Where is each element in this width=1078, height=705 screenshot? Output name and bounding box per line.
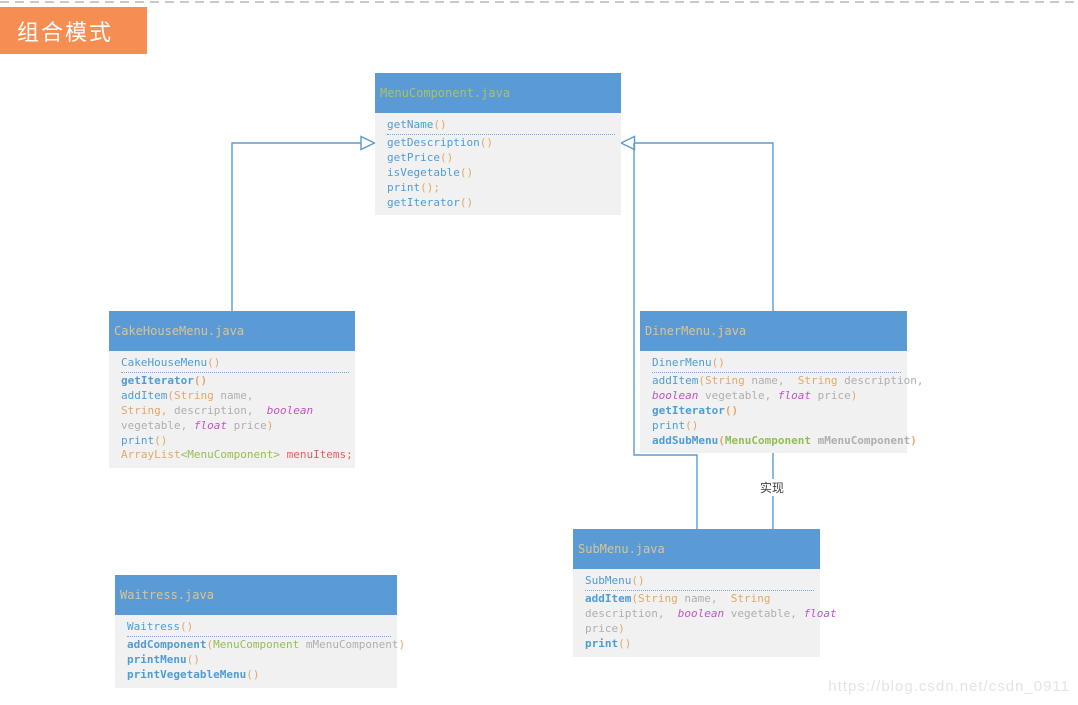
class-file-name: MenuComponent.java — [380, 86, 511, 100]
member-line: isVegetable() — [387, 165, 474, 179]
class-members: DinerMenu() addItem(String name, String d… — [640, 351, 924, 454]
class-file-name: DinerMenu.java — [645, 324, 747, 338]
member-line: description, boolean vegetable, float — [585, 606, 837, 620]
class-members: getName() getDescription()getPrice()isVeg… — [375, 113, 621, 216]
class-file-name: Waitress.java — [120, 588, 214, 602]
page-title-text: 组合模式 — [17, 20, 114, 46]
class-box-menucomponent: MenuComponent.java getName() getDescripti… — [375, 73, 621, 216]
member-line: getPrice() — [387, 150, 454, 164]
member-line: boolean vegetable, float price) — [652, 388, 858, 402]
generalization-arrow-right-icon — [619, 135, 636, 151]
generalization-line-submenu — [633, 143, 698, 529]
member-line: CakeHouseMenu() — [121, 356, 221, 369]
class-header: MenuComponent.java — [375, 73, 621, 113]
member-line: vegetable, float price) — [121, 418, 274, 432]
member-line: DinerMenu() — [652, 356, 725, 369]
realize-label: 实现 — [757, 479, 788, 496]
class-header: CakeHouseMenu.java — [109, 311, 355, 351]
member-line: getName() — [387, 118, 447, 131]
member-line: addItem(String name, — [121, 388, 254, 402]
class-box-submenu: SubMenu.java SubMenu() addItem(String nam… — [573, 529, 837, 657]
member-line: printMenu() — [127, 652, 200, 666]
member-line: addSubMenu(MenuComponent mMenuComponent) — [652, 433, 917, 447]
member-separator — [585, 589, 814, 591]
generalization-arrow-left-icon — [360, 135, 377, 151]
member-line: String, description, boolean — [121, 403, 314, 417]
class-box-dinermenu: DinerMenu.java DinerMenu() addItem(String… — [640, 311, 924, 454]
watermark: https://blog.csdn.net/csdn_0911 — [828, 678, 1070, 695]
generalization-line-diner — [634, 142, 774, 311]
member-line: print(); — [387, 180, 440, 194]
member-line: addItem(String name, String description, — [652, 373, 924, 387]
member-line: ArrayList<MenuComponent> menuItems; — [121, 448, 353, 462]
member-line: printVegetableMenu() — [127, 667, 260, 681]
class-header: Waitress.java — [115, 575, 397, 615]
member-line: print() — [652, 418, 699, 432]
class-file-name: CakeHouseMenu.java — [114, 324, 245, 338]
top-dashed-border — [0, 1, 1078, 3]
member-line: getDescription() — [387, 135, 493, 149]
member-line: price) — [585, 621, 625, 635]
class-box-cakehousemenu: CakeHouseMenu.java CakeHouseMenu() getIte… — [109, 311, 355, 469]
class-members: Waitress() addComponent(MenuComponent mMe… — [115, 615, 406, 688]
class-header: DinerMenu.java — [640, 311, 907, 351]
member-separator — [121, 371, 349, 373]
member-line: getIterator() — [121, 373, 208, 387]
class-header: SubMenu.java — [573, 529, 820, 569]
member-line: print() — [121, 433, 168, 447]
member-line: print() — [585, 636, 632, 650]
member-separator — [387, 133, 615, 135]
class-box-waitress: Waitress.java Waitress() addComponent(Men… — [115, 575, 406, 688]
member-line: Waitress() — [127, 620, 194, 633]
member-line: SubMenu() — [585, 574, 645, 587]
class-file-name: SubMenu.java — [578, 542, 665, 556]
member-line: addItem(String name, String — [585, 591, 771, 605]
page-title: 组合模式 — [0, 7, 147, 54]
generalization-line-cakehouse — [231, 142, 361, 311]
member-line: addComponent(MenuComponent mMenuComponen… — [127, 637, 406, 651]
member-separator — [652, 371, 901, 373]
member-line: getIterator() — [652, 403, 739, 417]
member-separator — [127, 635, 391, 637]
class-members: CakeHouseMenu() getIterator()addItem(Stri… — [109, 351, 355, 469]
member-line: getIterator() — [387, 195, 474, 209]
